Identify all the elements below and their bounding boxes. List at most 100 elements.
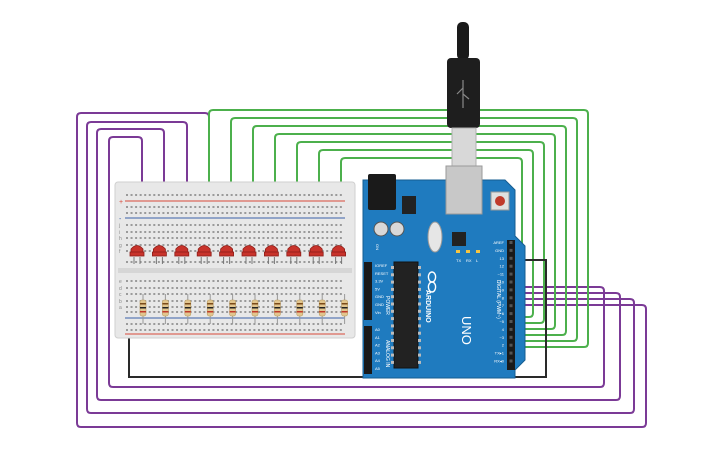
green-wire[interactable] xyxy=(252,125,567,336)
led[interactable] xyxy=(174,245,190,265)
led-array xyxy=(129,245,347,265)
reset-button-cap[interactable] xyxy=(495,196,505,206)
breadboard-hole xyxy=(157,280,160,282)
breadboard-hole xyxy=(285,237,288,239)
resistor[interactable] xyxy=(206,294,214,324)
row-letter: i xyxy=(119,230,120,236)
breadboard-hole xyxy=(276,287,279,289)
breadboard-hole xyxy=(135,206,138,208)
breadboard-hole xyxy=(339,231,342,233)
led[interactable] xyxy=(331,245,347,265)
breadboard-hole xyxy=(180,244,183,246)
breadboard-hole xyxy=(285,244,288,246)
breadboard-hole xyxy=(194,212,197,214)
breadboard-hole xyxy=(280,306,283,308)
green-wire[interactable] xyxy=(296,141,545,324)
led[interactable] xyxy=(263,245,279,265)
breadboard-hole xyxy=(321,261,324,263)
breadboard-hole xyxy=(244,231,247,233)
breadboard-hole xyxy=(185,206,188,208)
breadboard-hole xyxy=(217,261,219,263)
usb-cable[interactable] xyxy=(447,22,480,167)
green-wire[interactable] xyxy=(208,109,589,348)
breadboard-hole xyxy=(294,244,297,246)
breadboard-hole xyxy=(262,293,265,295)
breadboard-hole xyxy=(308,231,310,233)
breadboard-hole xyxy=(339,237,342,239)
ground-wire[interactable] xyxy=(128,259,547,378)
breadboard-hole xyxy=(176,306,179,308)
green-wire[interactable] xyxy=(230,117,578,342)
breadboard-hole xyxy=(257,224,260,226)
breadboard-hole xyxy=(244,329,247,331)
breadboard-hole xyxy=(189,194,192,196)
green-wire[interactable] xyxy=(318,149,534,318)
breadboard-hole xyxy=(248,280,251,282)
breadboard-hole xyxy=(285,206,288,208)
breadboard-hole xyxy=(194,280,197,282)
power-header xyxy=(364,262,372,320)
led[interactable] xyxy=(286,245,302,265)
resistor[interactable] xyxy=(251,294,259,324)
breadboard-hole xyxy=(303,329,306,331)
led[interactable] xyxy=(241,245,257,265)
purple-wire[interactable] xyxy=(86,121,635,414)
breadboard-hole xyxy=(308,300,310,302)
breadboard-hole xyxy=(194,194,197,196)
breadboard-hole xyxy=(235,231,238,233)
breadboard-hole xyxy=(126,244,128,246)
breadboard-hole xyxy=(180,329,183,331)
breadboard-hole xyxy=(239,300,242,302)
purple-wire[interactable] xyxy=(108,136,605,388)
breadboard-hole xyxy=(280,206,283,208)
resistor[interactable] xyxy=(274,294,281,324)
breadboard-hole xyxy=(294,300,297,302)
led[interactable] xyxy=(219,245,235,265)
breadboard-hole xyxy=(207,287,210,289)
breadboard-hole xyxy=(166,212,169,214)
resistor[interactable] xyxy=(162,294,169,324)
breadboard-hole xyxy=(294,323,297,325)
breadboard-hole xyxy=(130,280,133,282)
led[interactable] xyxy=(308,245,324,265)
breadboard-hole xyxy=(244,280,247,282)
breadboard-hole xyxy=(335,287,338,289)
breadboard-hole xyxy=(321,244,324,246)
breadboard-hole xyxy=(126,300,128,302)
led[interactable] xyxy=(129,245,145,265)
breadboard-hole xyxy=(289,212,292,214)
breadboard-hole xyxy=(221,206,224,208)
green-wire[interactable] xyxy=(274,133,556,330)
purple-wire[interactable] xyxy=(76,112,647,428)
breadboard-hole xyxy=(144,287,147,289)
breadboard-hole xyxy=(130,244,133,246)
arduino-logo-icon xyxy=(427,271,437,293)
breadboard-hole xyxy=(244,212,247,214)
breadboard-body xyxy=(114,181,356,339)
breadboard-hole xyxy=(166,237,169,239)
breadboard-hole xyxy=(321,237,324,239)
breadboard-hole xyxy=(235,306,238,308)
resistor[interactable] xyxy=(296,294,304,324)
breadboard-hole xyxy=(276,244,279,246)
breadboard-hole xyxy=(312,237,315,239)
power-header-title: POWER xyxy=(384,296,390,315)
led[interactable] xyxy=(196,245,212,265)
breadboard-hole xyxy=(257,194,260,196)
breadboard-hole xyxy=(144,329,147,331)
resistor[interactable] xyxy=(341,294,348,324)
resistor[interactable] xyxy=(139,294,147,324)
breadboard-hole xyxy=(244,194,247,196)
breadboard-hole xyxy=(248,306,251,308)
purple-wire[interactable] xyxy=(96,128,621,401)
resistor[interactable] xyxy=(229,294,236,324)
led[interactable] xyxy=(151,245,167,265)
breadboard-hole xyxy=(176,206,179,208)
breadboard-hole xyxy=(239,231,242,233)
resistor[interactable] xyxy=(184,294,192,324)
breadboard-hole xyxy=(267,231,270,233)
breadboard-hole xyxy=(157,212,160,214)
resistor[interactable] xyxy=(318,294,326,324)
